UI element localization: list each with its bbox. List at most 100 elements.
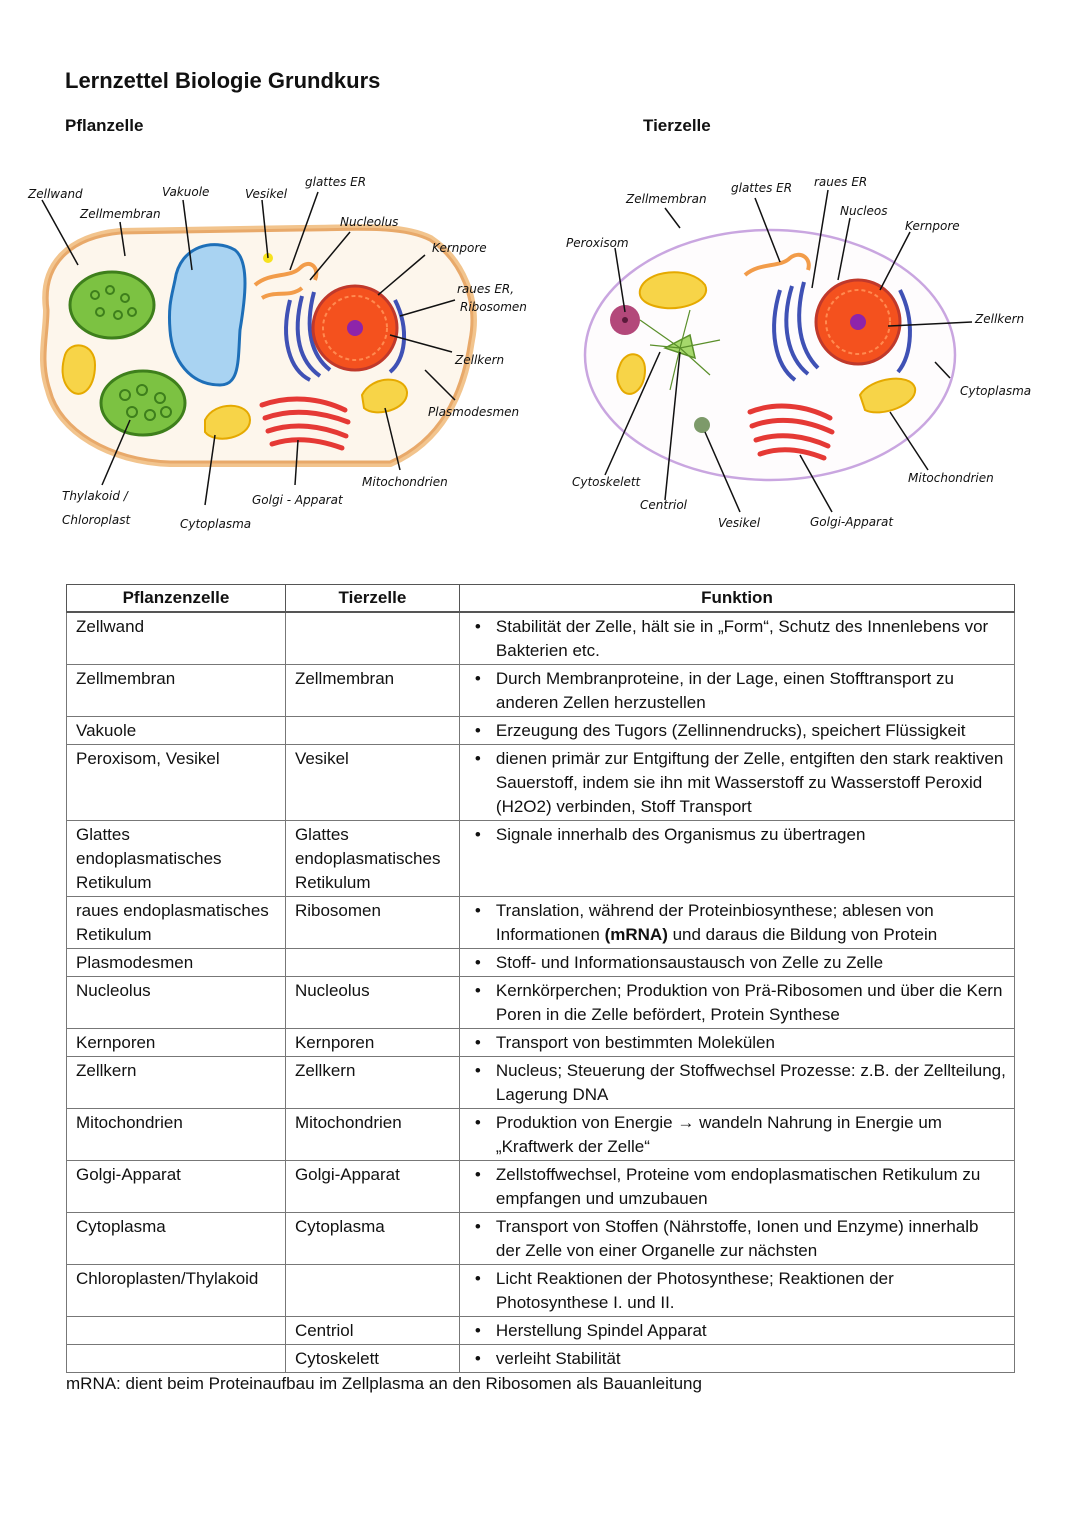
plant-label-ribosomen: Ribosomen bbox=[460, 300, 527, 314]
function-text: dienen primär zur Entgiftung der Zelle, … bbox=[495, 749, 1004, 816]
cell-function: •Kernkörperchen; Produktion von Prä-Ribo… bbox=[458, 976, 1016, 1029]
function-text: Erzeugung des Tugors (Zellinnendrucks), … bbox=[495, 721, 966, 740]
plant-smooth-er bbox=[253, 261, 319, 300]
page-title: Lernzettel Biologie Grundkurs bbox=[65, 68, 381, 93]
animal-cytoskeleton bbox=[639, 309, 721, 391]
bullet: • bbox=[474, 1349, 481, 1368]
cell-function: •Nucleus; Steuerung der Stoffwechsel Pro… bbox=[458, 1056, 1016, 1109]
cell-plant: Chloroplasten/Thylakoid bbox=[66, 1264, 286, 1317]
bullet: • bbox=[474, 981, 481, 1000]
function-text: Transport von bestimmten Molekülen bbox=[495, 1033, 775, 1052]
cell-animal: Vesikel bbox=[284, 744, 460, 821]
table-row: Cytoskelett •verleiht Stabilität bbox=[66, 1344, 1016, 1373]
plant-cell-membrane bbox=[43, 227, 474, 464]
plant-vacuole bbox=[168, 243, 247, 387]
plant-label-vesikel: Vesikel bbox=[245, 187, 288, 201]
header-function: Funktion bbox=[458, 584, 1016, 613]
bullet: • bbox=[474, 1061, 481, 1080]
cell-animal: Ribosomen bbox=[284, 896, 460, 949]
animal-mitochondrion-2 bbox=[616, 353, 647, 395]
plant-cell-heading: Pflanzelle bbox=[65, 116, 144, 135]
animal-smooth-er bbox=[743, 252, 811, 277]
function-text-part: und daraus die Bildung von Protein bbox=[667, 925, 938, 944]
cell-plant bbox=[66, 1344, 286, 1373]
bullet: • bbox=[474, 1033, 481, 1052]
cell-function: •Durch Membranproteine, in der Lage, ein… bbox=[458, 664, 1016, 717]
cell-function: • Erzeugung des Tugors (Zellinnendrucks),… bbox=[458, 716, 1016, 745]
cell-animal: Glattes endoplasmatisches Retikulum bbox=[284, 820, 460, 897]
animal-label-glattes-er: glattes ER bbox=[731, 181, 792, 195]
bullet: • bbox=[474, 617, 481, 636]
cell-function: •Herstellung Spindel Apparat bbox=[458, 1316, 1016, 1345]
cell-plant: Plasmodesmen bbox=[66, 948, 286, 977]
cell-plant: Glattes endoplasmatisches Retikulum bbox=[66, 820, 286, 897]
cell-function: •verleiht Stabilität bbox=[458, 1344, 1016, 1373]
bullet: • bbox=[474, 1165, 481, 1184]
function-text-bold: (mRNA) bbox=[604, 925, 668, 944]
plant-label-mitochondrien: Mitochondrien bbox=[362, 475, 448, 489]
plant-chloroplast-1 bbox=[68, 270, 156, 340]
animal-label-golgi: Golgi-Apparat bbox=[810, 515, 894, 529]
function-text-part: Translation, während der Proteinbiosynth… bbox=[495, 901, 934, 944]
table-row: Zellwand •Stabilität der Zelle, hält sie… bbox=[66, 611, 1016, 665]
comparison-table: Pflanzenzelle Tierzelle Funktion Zellwan… bbox=[66, 584, 1016, 1373]
cell-plant: Golgi-Apparat bbox=[66, 1160, 286, 1213]
cell-function: • Zellstoffwechsel, Proteine vom endoplas… bbox=[458, 1160, 1016, 1213]
cell-animal: Centriol bbox=[284, 1316, 460, 1345]
cell-plant: Zellmembran bbox=[66, 664, 286, 717]
cell-function: •Produktion von Energie → wandeln Nahrun… bbox=[458, 1108, 1016, 1161]
cell-plant: Vakuole bbox=[66, 716, 286, 745]
bullet: • bbox=[474, 901, 481, 920]
animal-label-raues-er: raues ER bbox=[814, 175, 867, 189]
cell-animal: Zellkern bbox=[284, 1056, 460, 1109]
cell-function: • Stabilität der Zelle, hält sie in „Form… bbox=[458, 611, 1016, 665]
function-text: Transport von Stoffen (Nährstoffe, Ionen… bbox=[495, 1217, 979, 1260]
animal-label-peroxisom: Peroxisom bbox=[566, 236, 629, 250]
cell-animal: Cytoskelett bbox=[284, 1344, 460, 1373]
animal-label-zellkern: Zellkern bbox=[974, 312, 1024, 326]
mrna-footnote: mRNA: dient beim Proteinaufbau im Zellpl… bbox=[66, 1374, 702, 1393]
animal-label-kernpore: Kernpore bbox=[905, 219, 960, 233]
cell-plant: Nucleolus bbox=[66, 976, 286, 1029]
cell-function: •Signale innerhalb des Organismus zu übe… bbox=[458, 820, 1016, 897]
plant-label-plasmodesmen: Plasmodesmen bbox=[428, 405, 519, 419]
bullet: • bbox=[474, 825, 481, 844]
plant-chloroplast-2 bbox=[99, 369, 187, 437]
plant-label-cytoplasma: Cytoplasma bbox=[180, 517, 251, 531]
cell-animal bbox=[284, 1264, 460, 1317]
plant-mitochondrion-3 bbox=[360, 378, 409, 414]
animal-label-centriol: Centriol bbox=[640, 498, 688, 512]
function-text: Translation, während der Proteinbiosynth… bbox=[496, 899, 1006, 947]
animal-cell-heading: Tierzelle bbox=[643, 116, 711, 135]
cell-plant: Kernporen bbox=[66, 1028, 286, 1057]
animal-rough-er bbox=[772, 281, 912, 382]
cell-function: •Stoff- und Informationsaustausch von Ze… bbox=[458, 948, 1016, 977]
function-text: Produktion von Energie → wandeln Nahrung… bbox=[495, 1113, 942, 1156]
bullet: • bbox=[474, 1321, 481, 1340]
cell-animal: Cytoplasma bbox=[284, 1212, 460, 1265]
table-row: Plasmodesmen •Stoff- und Informationsaus… bbox=[66, 948, 1016, 977]
function-text: Zellstoffwechsel, Proteine vom endoplasm… bbox=[495, 1165, 981, 1208]
cell-plant: Cytoplasma bbox=[66, 1212, 286, 1265]
bullet: • bbox=[474, 749, 481, 768]
bullet: • bbox=[474, 953, 481, 972]
plant-mitochondrion-1 bbox=[61, 344, 97, 395]
bullet: • bbox=[474, 721, 481, 740]
header-animal: Tierzelle bbox=[284, 584, 460, 613]
animal-label-zellmembran: Zellmembran bbox=[625, 192, 707, 206]
function-text: Licht Reaktionen der Photosynthese; Reak… bbox=[495, 1269, 894, 1312]
bullet: • bbox=[474, 1217, 481, 1236]
cell-animal bbox=[284, 948, 460, 977]
table-row: Glattes endoplasmatisches Retikulum Glat… bbox=[66, 820, 1016, 897]
table-header-row: Pflanzenzelle Tierzelle Funktion bbox=[66, 584, 1016, 613]
function-text: Stabilität der Zelle, hält sie in „Form“… bbox=[495, 617, 989, 660]
header-plant: Pflanzenzelle bbox=[66, 584, 286, 613]
animal-label-cytoskelett: Cytoskelett bbox=[572, 475, 642, 489]
animal-label-mitochondrien: Mitochondrien bbox=[908, 471, 994, 485]
table-row: Zellmembran Zellmembran •Durch Membranpr… bbox=[66, 664, 1016, 717]
plant-label-kernpore: Kernpore bbox=[432, 241, 487, 255]
animal-vesicle bbox=[694, 417, 710, 433]
cell-plant bbox=[66, 1316, 286, 1345]
table-row: Vakuole • Erzeugung des Tugors (Zellinnen… bbox=[66, 716, 1016, 745]
plant-nucleolus bbox=[347, 320, 363, 336]
